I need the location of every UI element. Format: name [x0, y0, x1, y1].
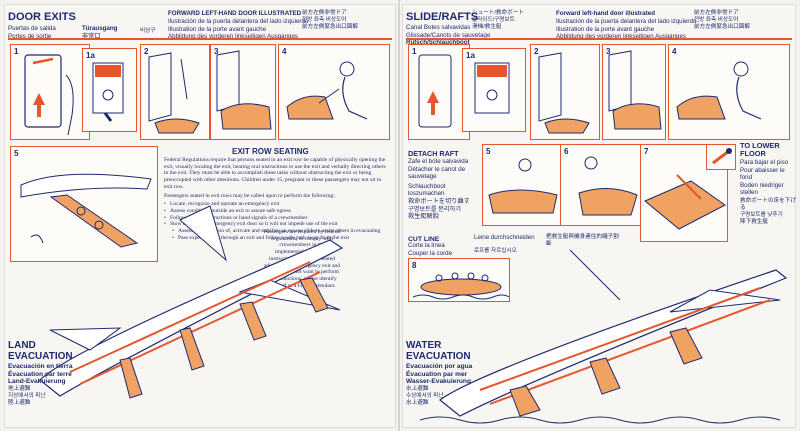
lower-floor-asian: 救命ボートの床を下げる 구명보트를 낮추기 降下救生艇	[740, 198, 796, 225]
step-number: 8	[412, 261, 417, 270]
door-lever-illustration	[474, 62, 510, 114]
cut-line-kr: 로프를 자르십시오	[474, 248, 517, 254]
slide-deploy-illustration	[216, 50, 272, 130]
cut-line-title: CUT LINE	[408, 236, 440, 243]
left-header-rule	[8, 38, 392, 40]
open-door-illustration	[148, 52, 200, 134]
right-step-8-panel: 8	[408, 258, 510, 302]
step-number: 1	[412, 47, 417, 56]
exit-row-item: Pass expeditiously through an exit and f…	[164, 235, 390, 242]
door-exits-title: DOOR EXITS	[8, 11, 76, 23]
left-step-2-panel: 2	[140, 44, 210, 140]
left-door-illustrated-title: FORWARD LEFT-HAND DOOR ILLUSTRATED	[168, 10, 302, 17]
land-evacuation-aircraft-illustration	[39, 205, 344, 399]
step-number: 5	[14, 149, 19, 158]
exit-row-intro: Federal Regulations require that persons…	[164, 157, 386, 190]
door-handle-illustration	[24, 54, 74, 136]
right-step-1-panel: 1	[408, 44, 470, 140]
raft-floor-illustration	[644, 174, 726, 230]
cut-line-cn: 把救生艇與機身連住的繩子割斷	[546, 234, 619, 247]
exit-row-item: Follow the oral instructions or hand sig…	[164, 215, 390, 222]
slide-rafts-translations: Canal Botes salvavidas Glissade/Canots d…	[406, 24, 491, 47]
left-step-1a-panel: 1a	[82, 48, 137, 132]
right-step-3-panel: 3	[602, 44, 666, 140]
land-evacuation-translations: Evacuación en tierra Évacuation par terr…	[8, 363, 73, 386]
step-number: 2	[534, 47, 539, 56]
crew-inflating-slide-illustration	[286, 61, 368, 120]
door-exits-translations: Puertas de salida Portes de sortie	[8, 25, 56, 40]
raft-detach-illustration	[578, 156, 638, 216]
slide-deploy-illustration	[608, 50, 662, 130]
step-number: 1a	[466, 51, 475, 60]
exit-row-item: Assess the condition of, activate and st…	[164, 228, 390, 235]
lower-floor-translations: Para bajar el piso Pour abaisser le fond…	[740, 159, 789, 197]
water-evacuation-asian: 水上避難 수상에서의 피난 水上避難	[406, 386, 444, 406]
water-evacuation-aircraft-illustration	[420, 249, 788, 424]
cut-line-translations: Corte la línea Couper la corde	[408, 242, 453, 257]
step-number: 2	[144, 47, 149, 56]
lower-floor-detail-panel	[706, 144, 736, 170]
detach-raft-illustration	[488, 158, 558, 214]
step-number: 7	[644, 147, 649, 156]
right-header-rule	[406, 38, 792, 40]
right-step-4-panel: 4	[668, 44, 790, 140]
step-number: 4	[672, 47, 677, 56]
water-evacuation-title: WATER EVACUATION	[406, 340, 471, 362]
left-door-illustrated-translations: Ilustración de la puerta delantera del l…	[168, 18, 309, 41]
right-door-illustrated-title: Forward left-hand door illustrated	[556, 10, 656, 17]
exit-row-title: EXIT ROW SEATING	[232, 147, 309, 156]
exit-row-item: Stow or secure an emergency exit door so…	[164, 221, 390, 228]
water-evacuation-translations: Evacuación por agua Évacuation par mer W…	[406, 363, 473, 386]
open-door-illustration	[538, 52, 590, 134]
slide-rafts-title: SLIDE/RAFTS	[406, 11, 479, 23]
step-number: 4	[282, 47, 287, 56]
door-lever-illustration	[92, 62, 124, 122]
floor-handle-icon	[712, 148, 732, 165]
slide-rafts-asian: シュート/救命ボート 슬라이드/구명보트 滑梯/救生艇	[472, 10, 524, 30]
left-step-4-panel: 4	[278, 44, 390, 140]
right-step-5-panel: 5	[482, 144, 564, 226]
crew-inflating-slide-illustration	[676, 61, 762, 120]
lower-floor-title: TO LOWER FLOOR	[740, 141, 780, 158]
left-door-illustrated-asian: 前方左側非常ドア 전방 좌측 비상도어 前方左側緊急出口図解	[302, 10, 358, 30]
door-exits-kr: 비상구	[140, 28, 156, 34]
page-fold	[398, 0, 400, 431]
exit-row-item: Locate, recognize and operate an emergen…	[164, 201, 390, 208]
door-exits-translations-2: Türausgang 非常口	[82, 25, 118, 40]
left-step-3-panel: 3	[210, 44, 276, 140]
right-step-6-panel: 6	[560, 144, 644, 226]
land-evacuation-title: LAND EVACUATION	[8, 340, 73, 362]
left-step-5-panel: 5	[10, 146, 158, 262]
right-door-illustrated-translations: Ilustración de la puerta delantera del l…	[556, 18, 697, 41]
step-number: 3	[214, 47, 219, 56]
door-handle-illustration	[418, 54, 452, 128]
passengers-sliding-illustration	[20, 173, 152, 248]
cut-line-de: Leine durchschneiden	[474, 234, 535, 241]
land-evacuation-asian: 地上避難 지상에서의 피난 陸上避難	[8, 386, 46, 406]
right-step-2-panel: 2	[530, 44, 600, 140]
step-number: 3	[606, 47, 611, 56]
exit-row-item: Assess conditions outside an exit to ass…	[164, 208, 390, 215]
step-number: 1	[14, 47, 19, 56]
right-step-1a-panel: 1a	[462, 48, 526, 132]
step-number: 5	[486, 147, 491, 156]
step-number: 6	[564, 147, 569, 156]
detach-raft-title: DETACH RAFT	[408, 149, 459, 158]
exit-row-lead: Passengers seated in exit rows may be ca…	[164, 192, 335, 199]
right-door-illustrated-asian: 前方左側非常ドア 전방 좌측 비상도어 前方左側緊急出口図解	[694, 10, 750, 30]
detach-raft-translations: Zafe el bote salvavida Détacher le canot…	[408, 158, 470, 221]
left-step-1-panel: 1	[10, 44, 90, 140]
exit-row-text: Federal Regulations require that persons…	[164, 157, 390, 241]
step-number: 1a	[86, 51, 95, 60]
raft-on-water-illustration	[412, 272, 509, 300]
